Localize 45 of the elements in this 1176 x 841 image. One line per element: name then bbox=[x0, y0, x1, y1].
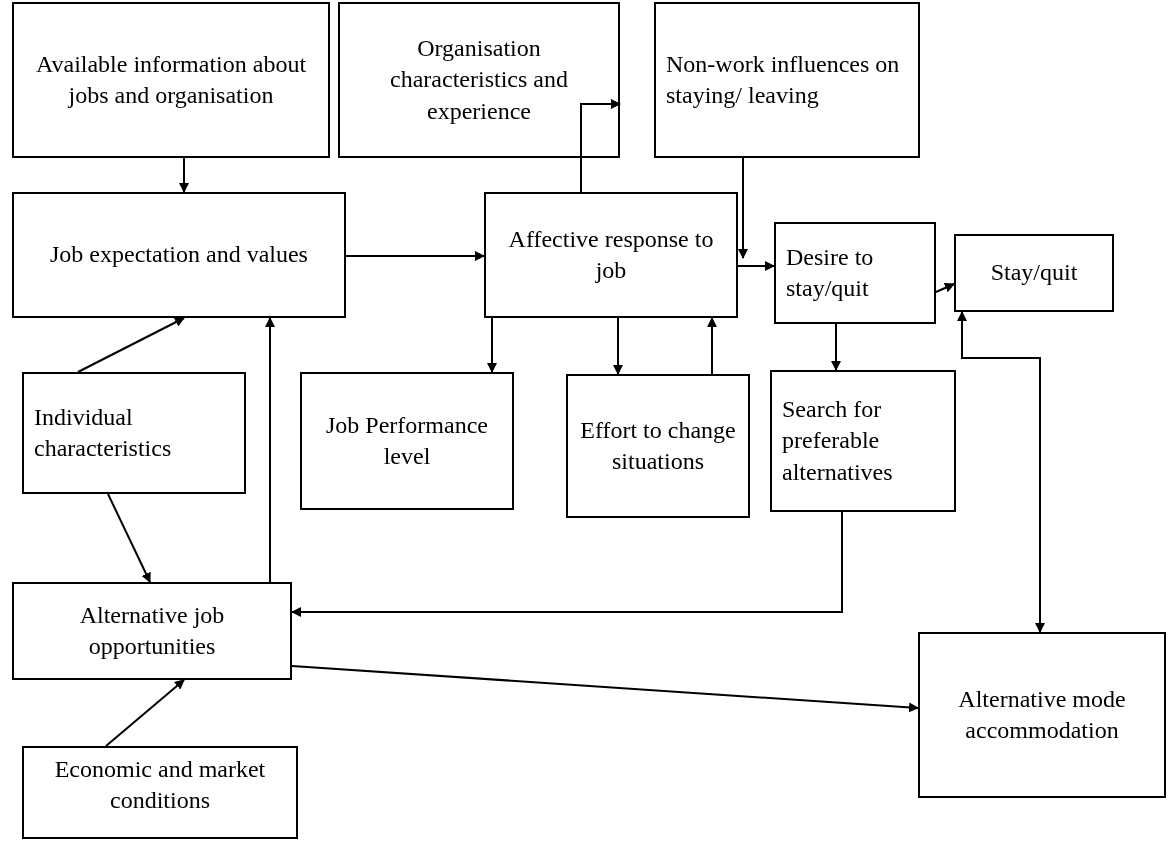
box-label: Search for preferable alternatives bbox=[782, 395, 894, 487]
box-label: Stay/quit bbox=[990, 258, 1078, 288]
box-label: Job Performance level bbox=[325, 410, 489, 471]
box-label: Individual characteristics bbox=[34, 402, 173, 463]
process-box bbox=[954, 234, 1114, 312]
process-box bbox=[12, 2, 330, 158]
arrow bbox=[291, 511, 843, 617]
process-box bbox=[484, 192, 738, 318]
box-label: Non-work influences on staying/ leaving bbox=[666, 49, 901, 110]
box-label: Job expectation and values bbox=[50, 240, 308, 270]
box-label: Effort to change situations bbox=[579, 415, 737, 476]
process-box bbox=[566, 374, 750, 518]
box-label: Available information about jobs and organisation bbox=[34, 49, 308, 110]
process-box bbox=[22, 372, 246, 494]
box-label: Economic and market conditions bbox=[53, 755, 267, 816]
arrow bbox=[613, 317, 623, 375]
box-label: Alternative job opportunities bbox=[78, 600, 226, 661]
arrow bbox=[107, 493, 151, 583]
process-box bbox=[654, 2, 920, 158]
arrow bbox=[179, 157, 189, 193]
arrow bbox=[291, 665, 919, 713]
process-box bbox=[338, 2, 620, 158]
process-box bbox=[12, 192, 346, 318]
arrow bbox=[487, 317, 497, 373]
box-label: Desire to stay/quit bbox=[786, 242, 875, 303]
process-box bbox=[22, 746, 298, 839]
arrow bbox=[265, 317, 275, 583]
process-box bbox=[918, 632, 1166, 798]
process-box bbox=[300, 372, 514, 510]
arrow bbox=[831, 323, 841, 371]
arrow bbox=[77, 317, 185, 373]
arrow bbox=[580, 99, 621, 193]
process-box bbox=[774, 222, 936, 324]
arrow bbox=[105, 679, 185, 747]
box-label: Organisation characteristics and experience bbox=[389, 34, 569, 126]
arrow bbox=[738, 157, 748, 259]
arrow bbox=[707, 317, 717, 375]
arrow bbox=[737, 261, 775, 271]
arrow bbox=[957, 311, 1045, 633]
process-box bbox=[770, 370, 956, 512]
box-label: Alternative mode accommodation bbox=[957, 684, 1127, 745]
arrow bbox=[345, 251, 485, 261]
box-label: Affective response to job bbox=[507, 224, 715, 285]
arrow bbox=[935, 283, 955, 293]
process-box bbox=[12, 582, 292, 680]
